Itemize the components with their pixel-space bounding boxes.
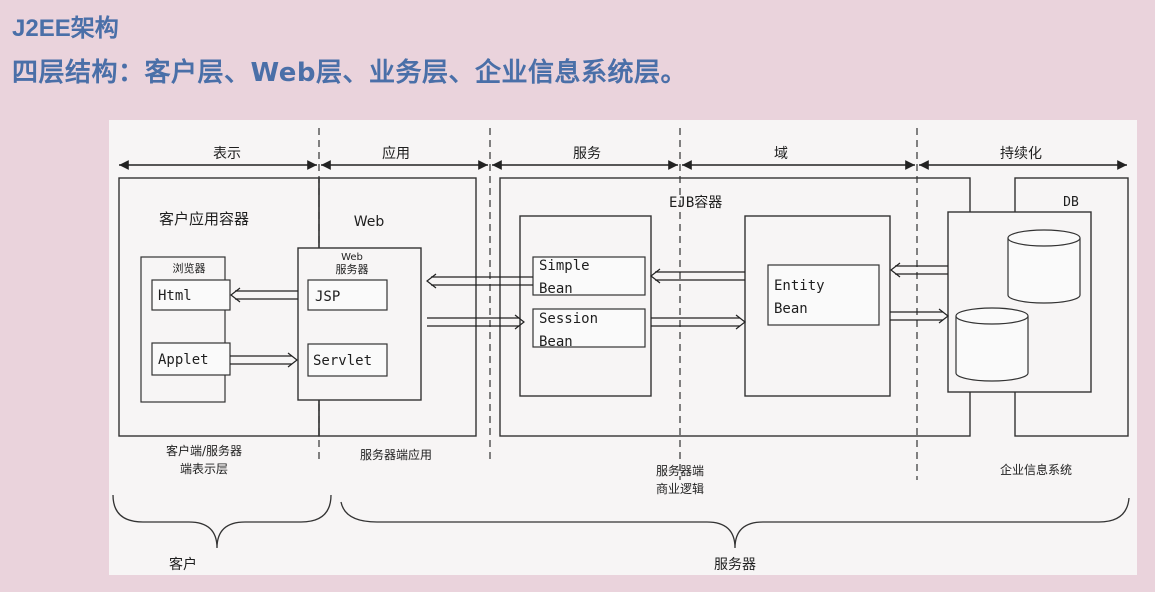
arrow-simple-bean-to-web — [426, 273, 533, 289]
session-bean-label-line1: Session — [539, 311, 598, 327]
html-box — [151, 279, 231, 311]
slide-subtitle: 四层结构：客户层、Web层、业务层、企业信息系统层。 — [12, 58, 687, 88]
servlet-label: Servlet — [313, 353, 372, 369]
ejb-container-title: EJB容器 — [669, 194, 722, 211]
arrow-entity-to-simple-bean — [650, 268, 745, 284]
applet-box — [151, 342, 231, 376]
simple-bean-box — [532, 256, 646, 296]
jsp-box — [307, 279, 388, 311]
section-label-persistence: 持续化 — [1000, 145, 1042, 162]
arrow-entity-to-db — [890, 308, 949, 324]
jsp-label: JSP — [315, 289, 340, 305]
session-bean-label-line2: Bean — [539, 334, 573, 350]
arrow-web-to-session-bean — [427, 314, 525, 330]
section-label-presentation: 表示 — [213, 146, 241, 162]
entity-bean-box — [767, 264, 880, 326]
arrow-jsp-to-html — [230, 287, 298, 303]
session-bean-box — [532, 308, 646, 348]
architecture-diagram: 表示 应用 服务 域 持续化 客户应用容器 浏览器 Html Applet 客户… — [112, 128, 1130, 573]
client-bottom-label: 客户 — [169, 556, 197, 573]
client-brace — [112, 494, 332, 549]
applet-label: Applet — [158, 352, 209, 368]
client-caption-line1: 客户端/服务器 — [166, 443, 242, 458]
arrow-session-to-entity-bean — [651, 314, 746, 330]
section-label-service: 服务 — [573, 146, 601, 162]
ejb-caption-line2: 商业逻辑 — [656, 481, 704, 496]
entity-ejb-box — [744, 215, 891, 397]
simple-bean-label-line1: Simple — [539, 258, 590, 274]
section-label-domain: 域 — [774, 146, 788, 162]
database-icon-1 — [1007, 229, 1081, 304]
architecture-figure: 表示 应用 服务 域 持续化 客户应用容器 浏览器 Html Applet 客户… — [109, 120, 1137, 575]
section-label-application: 应用 — [382, 145, 410, 162]
browser-label: 浏览器 — [173, 261, 206, 275]
session-ejb-box — [519, 215, 652, 397]
client-caption-line2: 端表示层 — [180, 462, 228, 476]
arrow-applet-to-servlet — [230, 352, 298, 368]
entity-bean-label-line2: Bean — [774, 301, 808, 317]
browser-box — [140, 256, 226, 403]
db-label: DB — [1063, 195, 1079, 210]
servlet-box — [307, 343, 388, 377]
server-bottom-label: 服务器 — [714, 557, 756, 573]
html-label: Html — [158, 288, 192, 304]
server-brace — [340, 497, 1130, 549]
web-container-title: Web — [354, 214, 385, 230]
web-server-label-line2: 服务器 — [336, 263, 369, 276]
flow-arrows — [230, 262, 949, 368]
arrow-db-to-entity — [890, 262, 948, 278]
web-server-label-line1: Web — [341, 252, 363, 263]
bottom-braces — [112, 494, 1130, 549]
db-caption: 企业信息系统 — [1000, 462, 1072, 477]
slide-title: J2EE架构 — [12, 15, 119, 42]
ejb-caption-line1: 服务器端 — [656, 463, 704, 478]
database-icon-2 — [955, 307, 1029, 382]
client-container-title: 客户应用容器 — [159, 210, 249, 228]
web-caption: 服务器端应用 — [360, 447, 432, 462]
simple-bean-label-line2: Bean — [539, 281, 573, 297]
entity-bean-label-line1: Entity — [774, 278, 825, 294]
